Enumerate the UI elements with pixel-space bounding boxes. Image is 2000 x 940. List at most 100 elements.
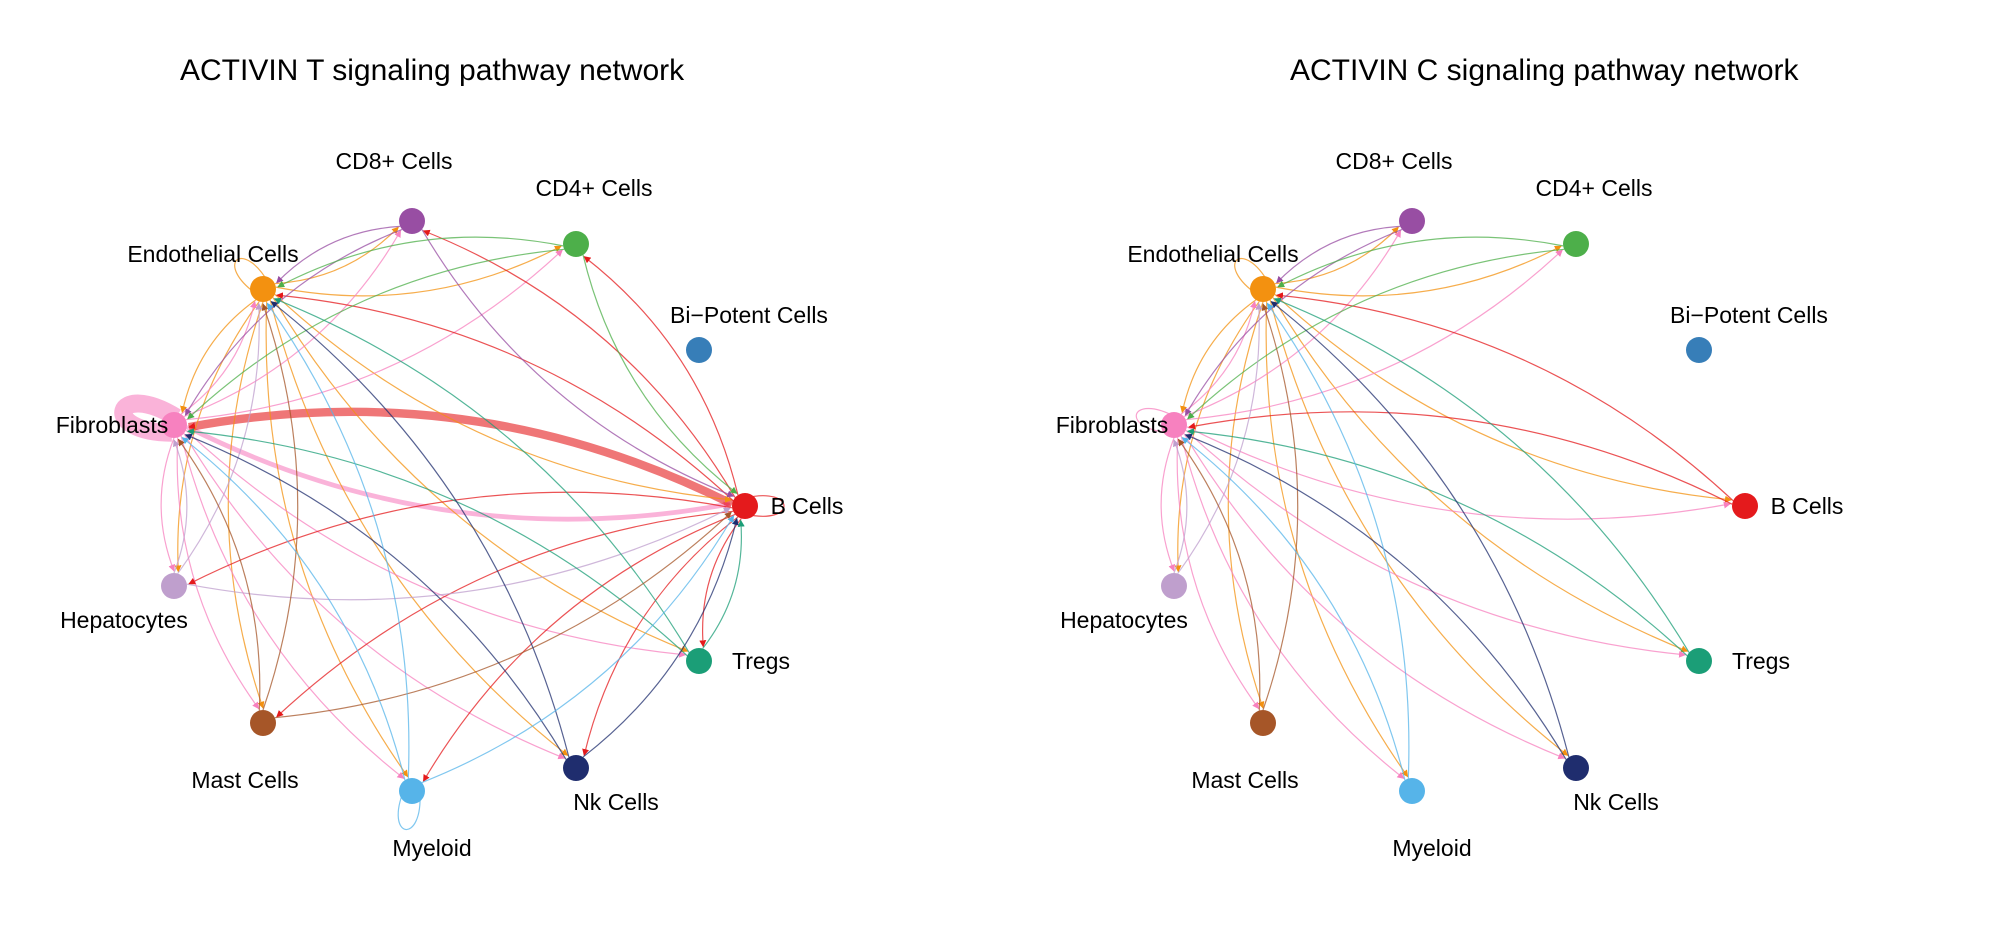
- edge: [173, 439, 188, 574]
- edge: [1185, 429, 1687, 658]
- node-bipot: [686, 337, 712, 363]
- node-label-cd4: CD4+ Cells: [536, 175, 653, 201]
- edge: [1261, 303, 1299, 711]
- edge: [583, 256, 739, 496]
- edge: [1187, 248, 1565, 420]
- edge: [274, 511, 732, 719]
- edge: [187, 248, 565, 420]
- edge: [1177, 302, 1263, 574]
- node-endo: [1250, 276, 1276, 302]
- edge: [702, 519, 745, 649]
- network-panel-activin-t: ACTIVIN T signaling pathway network CD8+…: [56, 54, 844, 861]
- edge: [1180, 435, 1405, 779]
- node-mast: [1250, 710, 1276, 736]
- edge: [274, 293, 733, 503]
- node-bcell: [1732, 493, 1758, 519]
- node-label-cd8: CD8+ Cells: [1336, 148, 1453, 174]
- edge: [261, 303, 299, 711]
- node-label-bipot: Bi−Potent Cells: [670, 302, 828, 328]
- node-nk: [1563, 755, 1589, 781]
- node-cd4: [1563, 231, 1589, 257]
- node-label-mast: Mast Cells: [191, 767, 298, 793]
- edge: [421, 229, 735, 498]
- panel-title: ACTIVIN C signaling pathway network: [1290, 54, 1799, 87]
- network-panel-activin-c: ACTIVIN C signaling pathway network CD8+…: [1000, 0, 2000, 940]
- node-label-fibro: Fibroblasts: [1056, 412, 1168, 438]
- edge: [227, 301, 265, 709]
- node-tregs: [686, 648, 712, 674]
- edge: [269, 299, 569, 756]
- edge: [1265, 301, 1409, 778]
- node-label-nk: Nk Cells: [573, 789, 659, 815]
- node-label-cd4: CD4+ Cells: [1536, 175, 1653, 201]
- edge: [1160, 437, 1175, 572]
- edge: [188, 491, 733, 585]
- node-label-fibro: Fibroblasts: [56, 412, 168, 438]
- edge: [185, 429, 687, 658]
- edge: [1274, 293, 1733, 503]
- edge: [1186, 426, 1731, 520]
- edge: [270, 301, 570, 758]
- edge: [1188, 411, 1733, 505]
- node-label-hep: Hepatocytes: [60, 607, 188, 633]
- edge: [422, 513, 736, 782]
- edge: [160, 437, 175, 572]
- edge: [180, 299, 257, 414]
- node-myeloid: [1399, 778, 1425, 804]
- edge: [185, 249, 563, 421]
- node-myeloid: [399, 778, 425, 804]
- edge: [1276, 225, 1401, 284]
- edge: [1270, 301, 1570, 758]
- edge: [1183, 230, 1402, 418]
- edge: [422, 229, 736, 498]
- node-label-bcell: B Cells: [1771, 493, 1844, 519]
- edge: [1272, 297, 1689, 653]
- edge: [582, 254, 738, 494]
- node-nk: [563, 755, 589, 781]
- self-loop-edge: [114, 394, 181, 442]
- edge: [174, 301, 260, 573]
- edge: [276, 510, 734, 718]
- node-label-cd8: CD8+ Cells: [336, 148, 453, 174]
- self-loop-edge: [234, 257, 270, 295]
- node-endo: [250, 276, 276, 302]
- edges: [114, 225, 785, 831]
- node-hep: [1161, 573, 1187, 599]
- edge: [1176, 437, 1260, 710]
- edge: [1185, 249, 1563, 421]
- edge: [276, 225, 401, 284]
- node-label-endo: Endothelial Cells: [1127, 241, 1298, 267]
- edge: [1184, 433, 1567, 760]
- node-cd8: [1399, 208, 1425, 234]
- edge: [582, 517, 739, 758]
- node-bipot: [1686, 337, 1712, 363]
- edge: [1274, 226, 1399, 285]
- panel-title: ACTIVIN T signaling pathway network: [180, 54, 685, 87]
- edge: [183, 433, 566, 760]
- edge: [183, 230, 402, 418]
- edge: [273, 297, 690, 653]
- edge: [1275, 245, 1562, 297]
- edge: [1273, 297, 1690, 653]
- edge: [1266, 302, 1410, 779]
- edge: [1275, 292, 1734, 502]
- edge: [582, 516, 739, 757]
- self-loop-edge: [1135, 407, 1177, 434]
- edge: [421, 515, 735, 784]
- edge: [184, 433, 567, 760]
- edge: [1180, 300, 1257, 415]
- edge: [1180, 299, 1257, 414]
- node-fibro: [1161, 412, 1187, 438]
- edge: [176, 437, 260, 710]
- node-bcell: [732, 493, 758, 519]
- node-label-myeloid: Myeloid: [392, 835, 471, 861]
- edge: [188, 407, 735, 508]
- node-label-bipot: Bi−Potent Cells: [1670, 302, 1828, 328]
- edge: [265, 301, 409, 778]
- edge: [181, 437, 406, 781]
- edge: [1227, 301, 1265, 709]
- self-loop-edge: [1234, 257, 1270, 295]
